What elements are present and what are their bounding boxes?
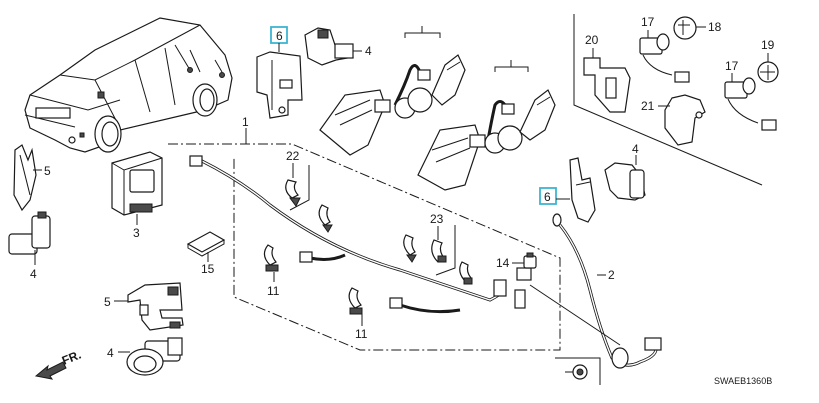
part-20-bracket[interactable]	[583, 57, 631, 113]
sensor-assembly-1[interactable]	[319, 26, 466, 156]
clip-unlabeled-2[interactable]	[403, 234, 417, 263]
part-1-harness[interactable]	[189, 155, 532, 314]
part-6-bracket-right[interactable]	[569, 157, 596, 223]
callout-18: 18	[708, 20, 722, 34]
harness-group-outline	[168, 128, 561, 351]
callout-23: 23	[430, 212, 444, 226]
callout-19: 19	[761, 38, 775, 52]
callout-6-right-box[interactable]: 6	[539, 187, 557, 205]
callout-17-upper: 17	[641, 15, 655, 29]
part-4-sensor-lower[interactable]	[126, 337, 183, 376]
part-22-clip[interactable]	[285, 179, 301, 207]
part-11-clip-upper[interactable]	[263, 244, 279, 272]
callout-1: 1	[242, 115, 249, 129]
part-4-sensor-left[interactable]	[8, 211, 51, 255]
front-direction-indicator: FR.	[34, 348, 83, 380]
callout-6-upper-box[interactable]: 6	[270, 26, 288, 44]
callout-22: 22	[286, 149, 300, 163]
callout-6-right: 6	[544, 190, 551, 204]
part-23-clip[interactable]	[431, 239, 447, 263]
clip-unlabeled-3[interactable]	[459, 261, 473, 285]
part-18-ring[interactable]	[673, 16, 697, 40]
grommet[interactable]	[555, 357, 601, 385]
callout-5-upper: 5	[44, 164, 51, 178]
part-6-bracket-upper[interactable]	[256, 51, 303, 119]
part-5-bracket-lower[interactable]	[127, 282, 184, 331]
part-14-connector[interactable]	[523, 252, 537, 269]
front-arrow-icon	[34, 361, 67, 380]
callout-3: 3	[133, 226, 140, 240]
part-5-bracket-upper[interactable]	[13, 144, 37, 212]
callout-6-upper: 6	[276, 29, 283, 43]
part-17-holder-upper[interactable]	[639, 33, 690, 83]
drawing-code: SWAEB1360B	[714, 376, 772, 386]
callout-4-top: 4	[365, 44, 372, 58]
callout-5-lower: 5	[104, 295, 111, 309]
vehicle-illustration	[24, 17, 233, 153]
callout-11-upper: 11	[267, 284, 280, 298]
front-label: FR.	[60, 348, 83, 368]
callout-15: 15	[201, 262, 215, 276]
right-group-outline	[573, 14, 763, 186]
part-17-holder-lower[interactable]	[724, 77, 777, 131]
callout-2: 2	[608, 268, 615, 282]
callout-21: 21	[641, 99, 655, 113]
part-4-sensor-right[interactable]	[604, 162, 646, 201]
part-3-control-unit[interactable]	[111, 151, 163, 216]
sensor-assembly-2[interactable]	[417, 60, 556, 191]
clip-unlabeled-1[interactable]	[318, 204, 333, 233]
callout-4-lower: 4	[107, 346, 114, 360]
callout-20: 20	[585, 33, 599, 47]
part-2-extension-wire[interactable]	[552, 213, 662, 369]
callout-4-right: 4	[632, 142, 639, 156]
callout-17-lower: 17	[725, 59, 739, 73]
part-19-ring[interactable]	[757, 61, 779, 83]
callout-14: 14	[496, 256, 510, 270]
callout-4-left: 4	[30, 267, 37, 281]
callout-11-lower: 11	[355, 327, 368, 341]
part-15-pad[interactable]	[186, 231, 226, 257]
part-21-bracket[interactable]	[664, 94, 706, 146]
part-4-sensor-top[interactable]	[304, 27, 354, 66]
part-11-clip-lower[interactable]	[348, 287, 363, 315]
